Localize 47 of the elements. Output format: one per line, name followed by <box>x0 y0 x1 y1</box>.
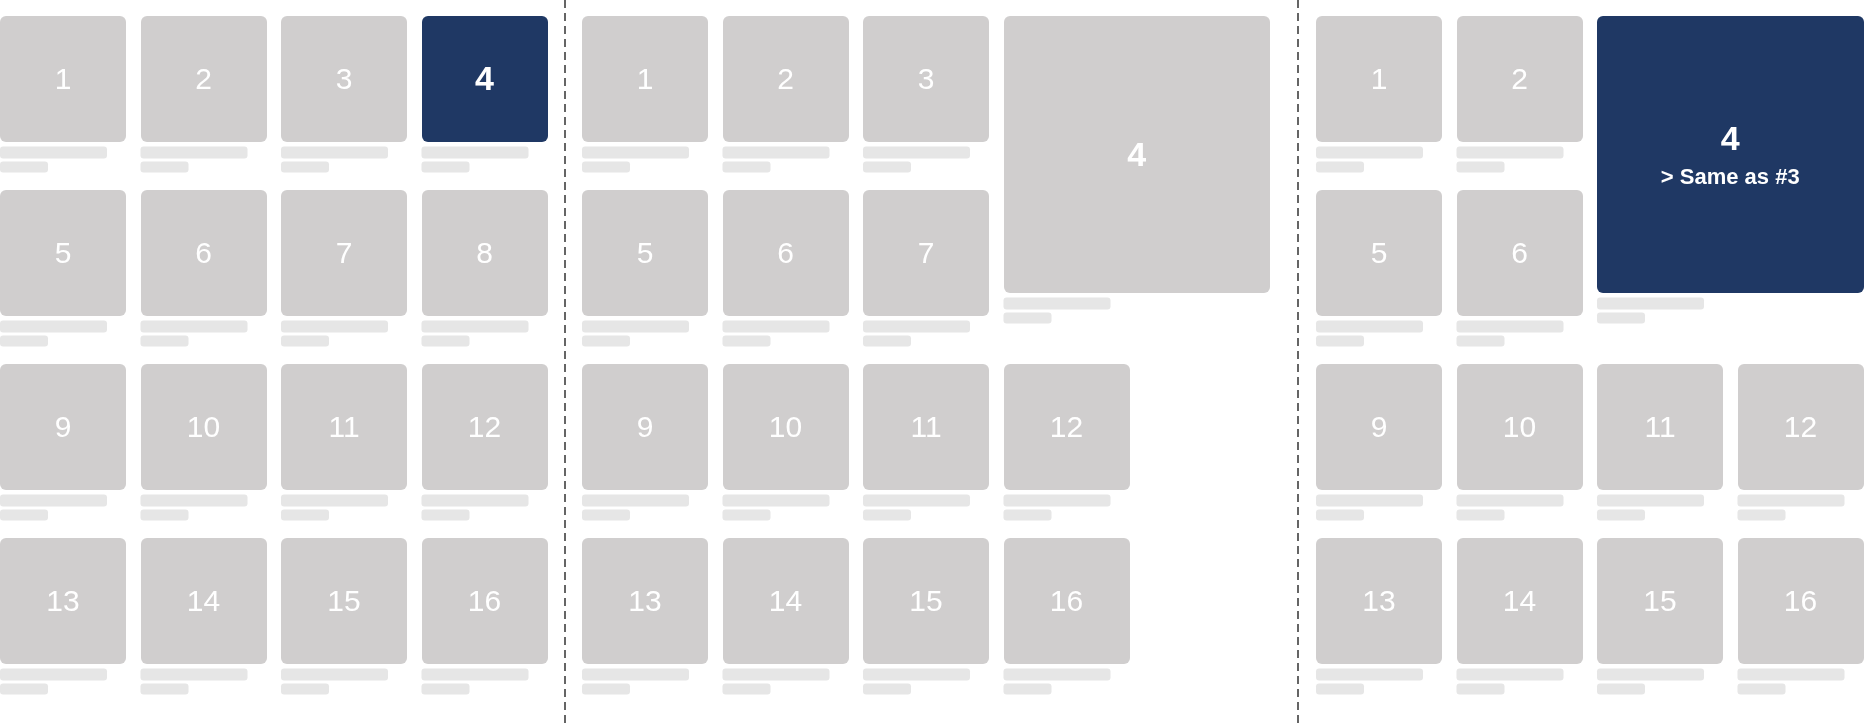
tile <box>1003 363 1130 490</box>
tile <box>1456 537 1583 664</box>
tile <box>582 363 708 490</box>
tile <box>1003 15 1270 293</box>
tile <box>722 15 849 142</box>
tile <box>0 189 126 316</box>
tile <box>1316 537 1442 664</box>
tile <box>582 537 708 664</box>
tile <box>1456 363 1583 490</box>
tile <box>0 363 126 490</box>
tile <box>1456 15 1583 142</box>
tile <box>281 15 407 142</box>
tile <box>140 15 267 142</box>
tile <box>1316 15 1442 142</box>
tile <box>1003 537 1130 664</box>
tile <box>722 537 849 664</box>
tile <box>421 537 548 664</box>
tile <box>140 189 267 316</box>
tile <box>1737 363 1864 490</box>
tile <box>421 15 548 142</box>
tile <box>281 363 407 490</box>
tile <box>421 189 548 316</box>
tile <box>1456 189 1583 316</box>
tile <box>0 15 126 142</box>
tile <box>863 363 989 490</box>
tile <box>1597 363 1723 490</box>
tile <box>582 189 708 316</box>
tile <box>421 363 548 490</box>
tile <box>1737 537 1864 664</box>
tile <box>722 189 849 316</box>
tile <box>1597 537 1723 664</box>
tile <box>1597 15 1864 293</box>
tile <box>722 363 849 490</box>
tile <box>582 15 708 142</box>
tile <box>281 537 407 664</box>
tile <box>140 537 267 664</box>
tile <box>0 537 126 664</box>
tile <box>1316 363 1442 490</box>
tile-note: > Same as #3 <box>1660 163 1800 190</box>
tile <box>281 189 407 316</box>
tile-number: 4 <box>475 59 494 98</box>
tile <box>1316 189 1442 316</box>
tile <box>863 15 989 142</box>
tile <box>140 363 267 490</box>
tile <box>863 189 989 316</box>
tile <box>863 537 989 664</box>
tile-number: 4 <box>1720 118 1740 158</box>
